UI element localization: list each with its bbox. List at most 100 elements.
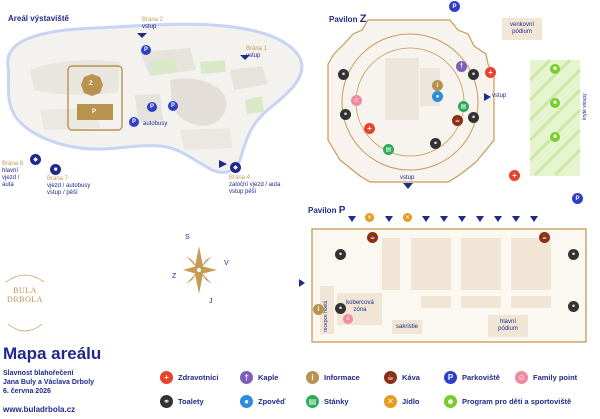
zone-box [67, 65, 123, 131]
pavilon-z-entry-right-arrow [484, 93, 491, 101]
coffee-icon: ☕ [539, 232, 550, 243]
family-icon: ☺ [351, 95, 362, 106]
legend-item-program: ☻ Program pro děti a sportoviště [444, 394, 571, 408]
gate-7-label: Brána 7 vjezd / autobusy vstup / pěší [47, 176, 91, 196]
car-icon: ◆ [30, 154, 41, 165]
sakristie-box [392, 320, 422, 334]
medical-cross-icon: + [485, 67, 496, 78]
gate-4-label: Brána 4 zaloční vjezd / auta vstup pěší [229, 175, 281, 195]
hlavni-podium-label: hlavní pódium [498, 319, 518, 332]
kids-program-icon: ☻ [550, 132, 560, 142]
pavilon-z-entry-right: vstup [492, 93, 507, 99]
gate-2-label: Brána 2 vstup [142, 17, 164, 30]
legend-label: Family point [533, 372, 578, 382]
legend-label: Kaple [258, 372, 279, 382]
venkovni-podium-label: venkovní pódium [509, 22, 534, 35]
pavilon-z-title: Pavilon Z [329, 13, 367, 25]
info-icon: i [432, 80, 443, 91]
gate-2-arrow [137, 33, 147, 38]
parking-icon: P [147, 102, 157, 112]
pavilon-p-title: Pavilon P [308, 205, 346, 216]
venkovni-podium-box [502, 18, 542, 40]
kids-program-icon: ☻ [550, 98, 560, 108]
zone-p-letter: P [92, 109, 97, 115]
food-icon: ✕ [384, 394, 397, 408]
event-line-1: Slavnost blahořečení [3, 370, 74, 377]
compass-east: V [224, 260, 229, 267]
legend-label: Zpověď [258, 396, 286, 406]
recepce-hostu-label: recepce hostů [323, 300, 329, 332]
zone-p-shape [77, 104, 113, 120]
confession-icon: ● [432, 91, 443, 102]
legend-item-family: ☺ Family point [515, 370, 577, 384]
toilet-icon: ⚭ [340, 109, 351, 120]
parking-icon: P [129, 117, 139, 127]
family-icon: ☺ [343, 314, 353, 324]
event-date: 6. června 2026 [3, 388, 51, 395]
cross-icon: † [240, 370, 253, 384]
legend-label: Toalety [178, 396, 204, 406]
toilet-icon: ⚭ [335, 249, 346, 260]
kids-program-icon: ☻ [550, 64, 560, 74]
medical-cross-icon: + [364, 123, 375, 134]
legend-item-jidlo: ✕ Jídlo [384, 394, 420, 408]
info-icon: i [313, 304, 324, 315]
zone-z-letter: Z [89, 81, 93, 87]
event-line-2: Jana Buly a Václava Drboly [3, 379, 95, 386]
hlavni-podium-box [488, 315, 528, 337]
info-icon: i [306, 370, 319, 384]
medical-cross-icon: + [509, 170, 520, 181]
compass-south: J [209, 298, 213, 305]
coffee-icon: ☕ [367, 232, 378, 243]
cross-icon: † [456, 61, 467, 72]
sakristie-label: sakristie [395, 324, 418, 330]
toilet-icon: ⚭ [468, 69, 479, 80]
medical-cross-icon: + [160, 370, 173, 384]
legend-label: Program pro děti a sportoviště [462, 396, 572, 406]
zone-z-shape [81, 74, 103, 96]
legend-item-zpoved: ●Zpověď [240, 394, 285, 408]
parking-icon: P [449, 1, 460, 12]
legend-label: Stánky [324, 396, 349, 406]
legend-label: Parkoviště [462, 372, 500, 382]
pavilon-p-map [299, 216, 587, 343]
buses-label: autobusy [143, 121, 168, 127]
parking-icon: P [141, 45, 151, 55]
toilet-icon: ⚭ [338, 69, 349, 80]
bus-icon: ■ [50, 164, 61, 175]
legend-item-kaple: † Kaple [240, 370, 278, 384]
toilet-icon: ⚭ [160, 394, 173, 408]
legend-label: Zdravotníci [178, 372, 219, 382]
areal-title: Areál výstaviště [8, 14, 69, 23]
stall-icon: ▤ [306, 394, 319, 408]
family-icon: ☺ [515, 370, 528, 384]
food-icon: ✕ [403, 213, 412, 222]
toilet-icon: ⚭ [430, 138, 441, 149]
kobercova-zona-label: kobercová zóna [346, 300, 374, 313]
gate-4-arrow [219, 160, 227, 168]
website-link[interactable]: www.buladrbola.cz [3, 405, 76, 414]
legend-item-stanky: ▤ Stánky [306, 394, 349, 408]
map-title: Mapa areálu [3, 344, 102, 363]
toilet-icon: ⚭ [468, 112, 479, 123]
logo: BULA DRBOLA [7, 286, 43, 304]
food-icon: ✕ [365, 213, 374, 222]
kryte-vstupy-label: kryté vstupy [582, 93, 588, 120]
legend-label: Jídlo [402, 396, 420, 406]
gate-1-label: Brána 1 vstup [246, 46, 268, 59]
legend-label: Káva [402, 372, 420, 382]
legend-item-toalety: ⚭ Toalety [160, 394, 204, 408]
stall-icon: ▤ [458, 101, 469, 112]
toilet-icon: ⚭ [568, 249, 579, 260]
gate-8-label: Brána 8 hlavní vjezd / auta [2, 161, 24, 188]
pavilon-z-map [327, 18, 582, 189]
compass-west: Z [172, 273, 177, 280]
pavilon-p-side-entry-arrow [299, 279, 305, 287]
kids-program-icon: ☻ [444, 394, 457, 408]
car-icon: ◆ [230, 162, 241, 173]
compass-rose [183, 246, 217, 294]
